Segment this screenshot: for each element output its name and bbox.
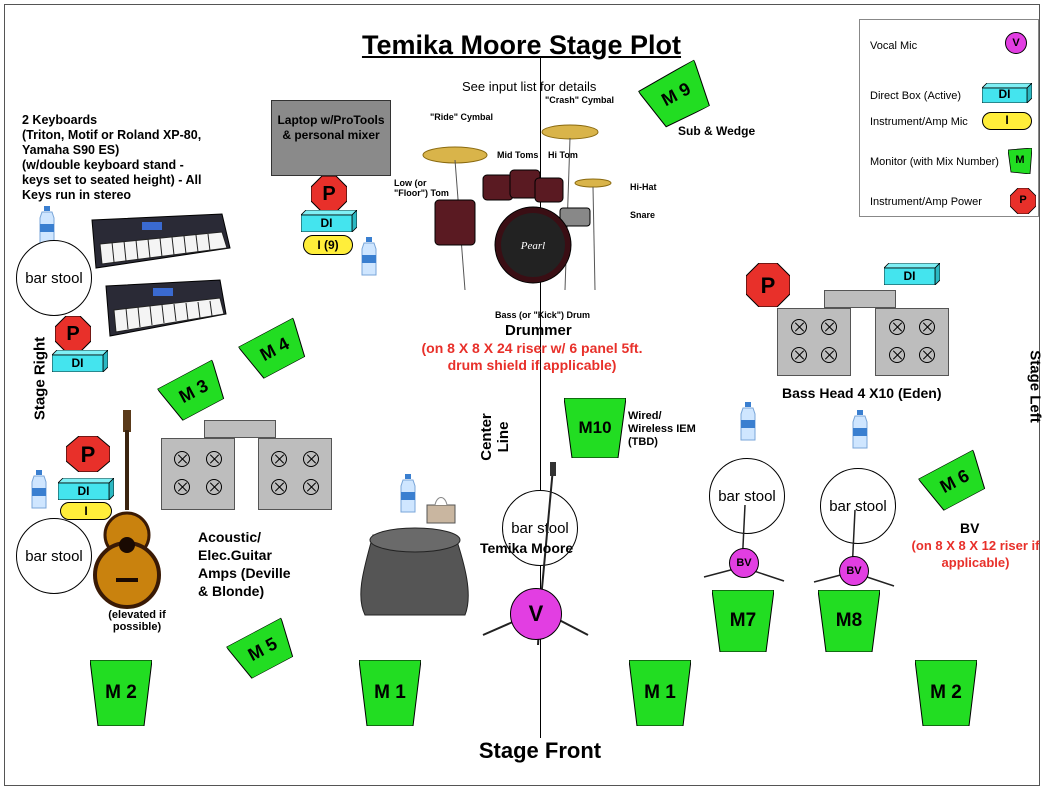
di-keyboards: DI (51, 349, 109, 373)
power-guitar: P (65, 435, 111, 473)
monitor-m1-left: M 1 (359, 660, 421, 726)
lead-vocal-mic: V (510, 588, 562, 640)
guitar-amp-head (204, 420, 276, 438)
center-line (540, 58, 541, 738)
monitor-m10: M10 (564, 398, 626, 458)
monitor-m6: M 6 (918, 449, 992, 514)
tissue-box-icon (425, 495, 457, 525)
guitar-amp-left (161, 438, 235, 510)
stage-right-label: Stage Right (31, 336, 49, 421)
bass-head-label: Bass Head 4 X10 (Eden) (782, 385, 942, 401)
drummer-riser-note: (on 8 X 8 X 24 riser w/ 6 panel 5ft. dru… (421, 340, 643, 373)
bv-mic-1: BV (729, 548, 759, 578)
bar-stool-bv-2: bar stool (820, 468, 896, 544)
stage-front-label: Stage Front (478, 738, 602, 763)
water-bottle-icon (38, 206, 56, 246)
monitor-m2-left: M 2 (90, 660, 152, 726)
monitor-m4: M 4 (238, 317, 312, 382)
acoustic-guitar-icon (92, 410, 162, 610)
stage-left-label: Stage Left (1026, 350, 1043, 423)
laptop-box: Laptop w/ProTools & personal mixer (271, 100, 391, 176)
bv-mic-2: BV (839, 556, 869, 586)
bar-stool-lead-vocal: bar stool (502, 490, 578, 566)
input-list-note: See input list for details (462, 79, 597, 94)
water-bottle-icon (30, 470, 48, 510)
di-guitar: DI (57, 477, 115, 501)
power-keyboards: P (54, 315, 92, 353)
power-laptop: P (310, 175, 348, 213)
drummer-label: Drummer (505, 322, 572, 339)
stage-frame (4, 4, 1040, 786)
legend-vocal-mic: Vocal Mic (870, 40, 918, 52)
keyboard-top-icon (82, 212, 232, 277)
bv-label: BV (960, 520, 980, 536)
keyboards-text: 2 Keyboards (Triton, Motif or Roland XP-… (22, 113, 202, 202)
bv-riser-note: (on 8 X 8 X 12 riser if applicable) (911, 538, 1040, 570)
guitar-amp-right (258, 438, 332, 510)
legend-power-icon: P (1009, 187, 1037, 215)
bar-stool-bv-1: bar stool (709, 458, 785, 534)
page-title: Temika Moore Stage Plot (361, 30, 682, 60)
lead-vocal-name: Temika Moore (480, 540, 574, 556)
legend-direct-box: Direct Box (Active) (870, 90, 962, 102)
drum-label-crash: "Crash" Cymbal (545, 95, 615, 105)
water-bottle-icon (360, 237, 378, 277)
sub-wedge-label: Sub & Wedge (678, 124, 756, 138)
monitor-m2-right: M 2 (915, 660, 977, 726)
keyboard-bottom-icon (98, 278, 228, 345)
iem-label: Wired/ Wireless IEM (TBD) (628, 410, 696, 448)
legend-box: Vocal Mic V Direct Box (Active) DI Instr… (859, 19, 1039, 217)
di-laptop: DI (300, 209, 358, 233)
drum-brand-logo: Pearl (520, 240, 545, 252)
bass-head (824, 290, 896, 308)
bar-stool-guitar: bar stool (16, 518, 92, 594)
monitor-m3: M 3 (157, 359, 231, 424)
monitor-m8: M8 (818, 590, 880, 652)
water-bottle-icon (851, 410, 869, 450)
bass-cabinet-left (777, 308, 851, 376)
legend-instrument-mic-icon: I (982, 112, 1032, 130)
drum-label-mid-toms: Mid Toms (497, 150, 539, 160)
drum-label-hihat: Hi-Hat (630, 182, 657, 192)
monitor-m9: M 9 (637, 59, 716, 132)
drum-label-hi-tom: Hi Tom (548, 150, 578, 160)
legend-monitor: Monitor (with Mix Number) (870, 156, 999, 168)
guitar-amps-label: Acoustic/ Elec.Guitar Amps (Deville & Bl… (198, 529, 291, 599)
legend-monitor-icon: M (1008, 148, 1032, 174)
power-bass: P (745, 262, 791, 308)
monitor-m1-right: M 1 (629, 660, 691, 726)
monitor-m7: M7 (712, 590, 774, 652)
monitor-m5: M 5 (226, 617, 300, 682)
drum-kit-icon: Pearl (405, 100, 635, 300)
guitar-elevated-note: (elevated if possible) (108, 609, 166, 633)
legend-vocal-mic-icon: V (1005, 32, 1027, 54)
water-bottle-icon (739, 402, 757, 442)
draped-table-icon (355, 505, 475, 625)
legend-instrument-mic: Instrument/Amp Mic (870, 116, 968, 128)
drum-label-ride: "Ride" Cymbal (430, 112, 494, 122)
legend-di-icon: DI (981, 82, 1033, 104)
di-bass: DI (883, 262, 941, 286)
drum-label-kick: Bass (or "Kick") Drum (495, 310, 591, 320)
drum-label-floor-tom: Low (or "Floor") Tom (394, 178, 449, 198)
water-bottle-icon (399, 474, 417, 514)
instrument-mic-guitar: I (60, 502, 112, 520)
drum-label-snare: Snare (630, 210, 656, 220)
bar-stool-keyboards: bar stool (16, 240, 92, 316)
legend-power: Instrument/Amp Power (870, 196, 982, 208)
bass-cabinet-right (875, 308, 949, 376)
instrument-mic-laptop: I (9) (303, 235, 353, 255)
